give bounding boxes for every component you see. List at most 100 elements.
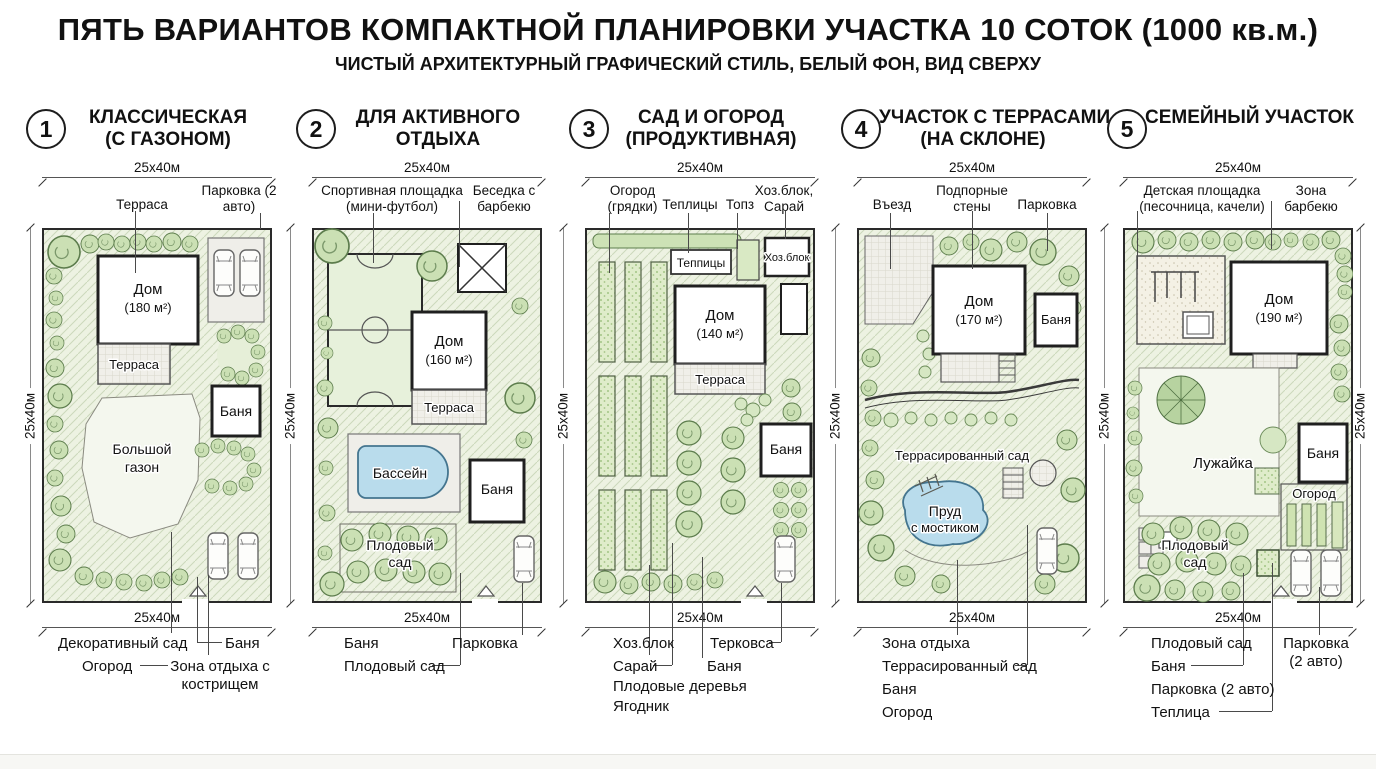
plan-1: Дом (180 м²) Терраса Баня Большой газон bbox=[42, 228, 272, 603]
callout-parking-right: Парковка (2 авто) bbox=[1283, 635, 1349, 670]
callout-shed: Хоз.блок bbox=[613, 635, 674, 652]
banya-label: Баня bbox=[481, 481, 513, 497]
orchard-label: Плодовый bbox=[1161, 537, 1228, 553]
leader-line bbox=[1015, 665, 1027, 666]
house-area-label: (190 м²) bbox=[1255, 310, 1302, 325]
leader-line bbox=[972, 211, 973, 269]
page-title: ПЯТЬ ВАРИАНТОВ КОМПАКТНОЙ ПЛАНИРОВКИ УЧА… bbox=[57, 12, 1319, 47]
car-icon bbox=[1290, 549, 1312, 597]
leader-line bbox=[1191, 665, 1243, 666]
terrace bbox=[674, 363, 766, 395]
greenhouse-box bbox=[670, 249, 732, 275]
shed-label: Хоз.блок bbox=[765, 252, 810, 264]
vertical-dimension: 25x40м bbox=[22, 223, 38, 608]
driveway bbox=[864, 235, 934, 325]
pool-label: Бассейн bbox=[373, 465, 427, 481]
dimension-top: 25x40м bbox=[308, 157, 546, 187]
leader-line bbox=[785, 211, 786, 239]
greenhouse-label: Теппицы bbox=[677, 256, 726, 270]
variant-4: 4 УЧАСТОК С ТЕРРАСАМИ(НА СКЛОНЕ) 25x40м … bbox=[841, 105, 1111, 765]
terrace-label: Терраса bbox=[109, 357, 160, 372]
pool bbox=[357, 445, 449, 499]
house bbox=[410, 310, 488, 392]
dimension-label: 25x40м bbox=[1096, 387, 1112, 444]
garden-bed bbox=[598, 261, 616, 363]
callout-orchard: Плодовый сад bbox=[1151, 635, 1252, 652]
lawn-label: Большой bbox=[113, 441, 172, 457]
garden-bed bbox=[650, 261, 668, 363]
lawn-label: газон bbox=[125, 459, 159, 475]
garden-bed bbox=[650, 375, 668, 477]
dimension-bottom: 25x40м bbox=[853, 607, 1091, 637]
house bbox=[931, 264, 1027, 356]
vertical-dimension: 25x40м bbox=[1096, 223, 1112, 608]
callout-terraced-garden: Террасированный сад bbox=[882, 658, 1037, 675]
banya bbox=[1297, 422, 1349, 484]
leader-line bbox=[688, 213, 689, 253]
callout-parking: Парковка bbox=[452, 635, 518, 652]
callout-banya: Баня bbox=[882, 681, 917, 698]
footer-strip bbox=[0, 754, 1376, 769]
dimension-label: 25x40м bbox=[555, 387, 571, 444]
callout-sport-field: Спортивная площадка (мини-футбол) bbox=[321, 183, 463, 214]
terrace-steps bbox=[940, 353, 1000, 383]
shed bbox=[763, 236, 811, 278]
callout-fruit-trees: Плодовые деревья bbox=[613, 678, 747, 695]
leader-line bbox=[197, 642, 222, 643]
dimension-label: 25x40м bbox=[22, 387, 38, 444]
gate-icon bbox=[1271, 585, 1291, 597]
car-icon bbox=[1320, 549, 1342, 597]
leader-line bbox=[260, 213, 261, 229]
leader-line bbox=[769, 642, 781, 643]
banya bbox=[1033, 292, 1079, 348]
leader-line bbox=[208, 575, 209, 655]
gate-icon bbox=[188, 585, 208, 597]
leader-line bbox=[1219, 711, 1272, 712]
swing-icon bbox=[1151, 271, 1199, 302]
callout-terkovsa: Терковса bbox=[710, 635, 774, 652]
leader-line bbox=[1047, 213, 1048, 251]
lawn bbox=[81, 393, 201, 539]
dimension-bottom: 25x40м bbox=[38, 607, 276, 637]
leader-line bbox=[1271, 201, 1272, 249]
plan-3: Теппицы Хоз.блок Дом (140 м²) Терраса Ба… bbox=[585, 228, 815, 603]
leader-line bbox=[1272, 563, 1273, 711]
variant-1: 1 КЛАССИЧЕСКАЯ(С ГАЗОНОМ) 25x40м Терраса… bbox=[26, 105, 276, 765]
callout-entrance: Въезд bbox=[872, 197, 912, 212]
retaining-wall bbox=[864, 378, 1080, 402]
orchard-label: сад bbox=[389, 554, 412, 570]
leader-line bbox=[1319, 587, 1320, 635]
house-label: Дом bbox=[706, 307, 735, 324]
terraced-garden-label: Террасированный сад bbox=[895, 448, 1030, 463]
callout-playground: Детская площадка (песочница, качели) bbox=[1139, 183, 1265, 214]
house bbox=[673, 284, 767, 366]
terrace bbox=[97, 343, 171, 385]
callout-bbq-zone: Зона барбекю bbox=[1284, 183, 1338, 214]
variant-3: 3 САД И ОГОРОД(ПРОДУКТИВНАЯ) 25x40м Огор… bbox=[569, 105, 819, 765]
garden-bed bbox=[624, 489, 642, 571]
dimension-top: 25x40м bbox=[38, 157, 276, 187]
callout-rest-zone: Зона отдыха bbox=[882, 635, 970, 652]
variant-3-title: САД И ОГОРОД(ПРОДУКТИВНАЯ) bbox=[625, 107, 797, 150]
callout-beds: Огород (грядки) bbox=[607, 183, 658, 214]
vertical-dimension: 25x40м bbox=[827, 223, 843, 608]
leader-line bbox=[957, 560, 958, 635]
porch bbox=[1252, 353, 1298, 369]
variant-4-title: УЧАСТОК С ТЕРРАСАМИ(НА СКЛОНЕ) bbox=[879, 107, 1111, 150]
leader-line bbox=[1243, 573, 1244, 665]
leader-line bbox=[890, 213, 891, 269]
callout-greenhouses: Теплицы bbox=[662, 197, 718, 212]
variant-3-number: 3 bbox=[569, 109, 609, 149]
leader-line bbox=[197, 577, 198, 642]
orchard-label: сад bbox=[1184, 554, 1207, 570]
dimension-label: 25x40м bbox=[282, 387, 298, 444]
vertical-dimension: 25x40м bbox=[282, 223, 298, 608]
garden-label: Огород bbox=[1292, 486, 1336, 501]
banya-label: Баня bbox=[770, 441, 802, 457]
leader-line bbox=[649, 565, 650, 655]
dimension-top: 25x40м bbox=[1119, 157, 1357, 187]
variant-5-title: СЕМЕЙНЫЙ УЧАСТОК bbox=[1145, 107, 1354, 128]
callout-orchard: Плодовый сад bbox=[344, 658, 445, 675]
callout-banya: Баня bbox=[344, 635, 379, 652]
